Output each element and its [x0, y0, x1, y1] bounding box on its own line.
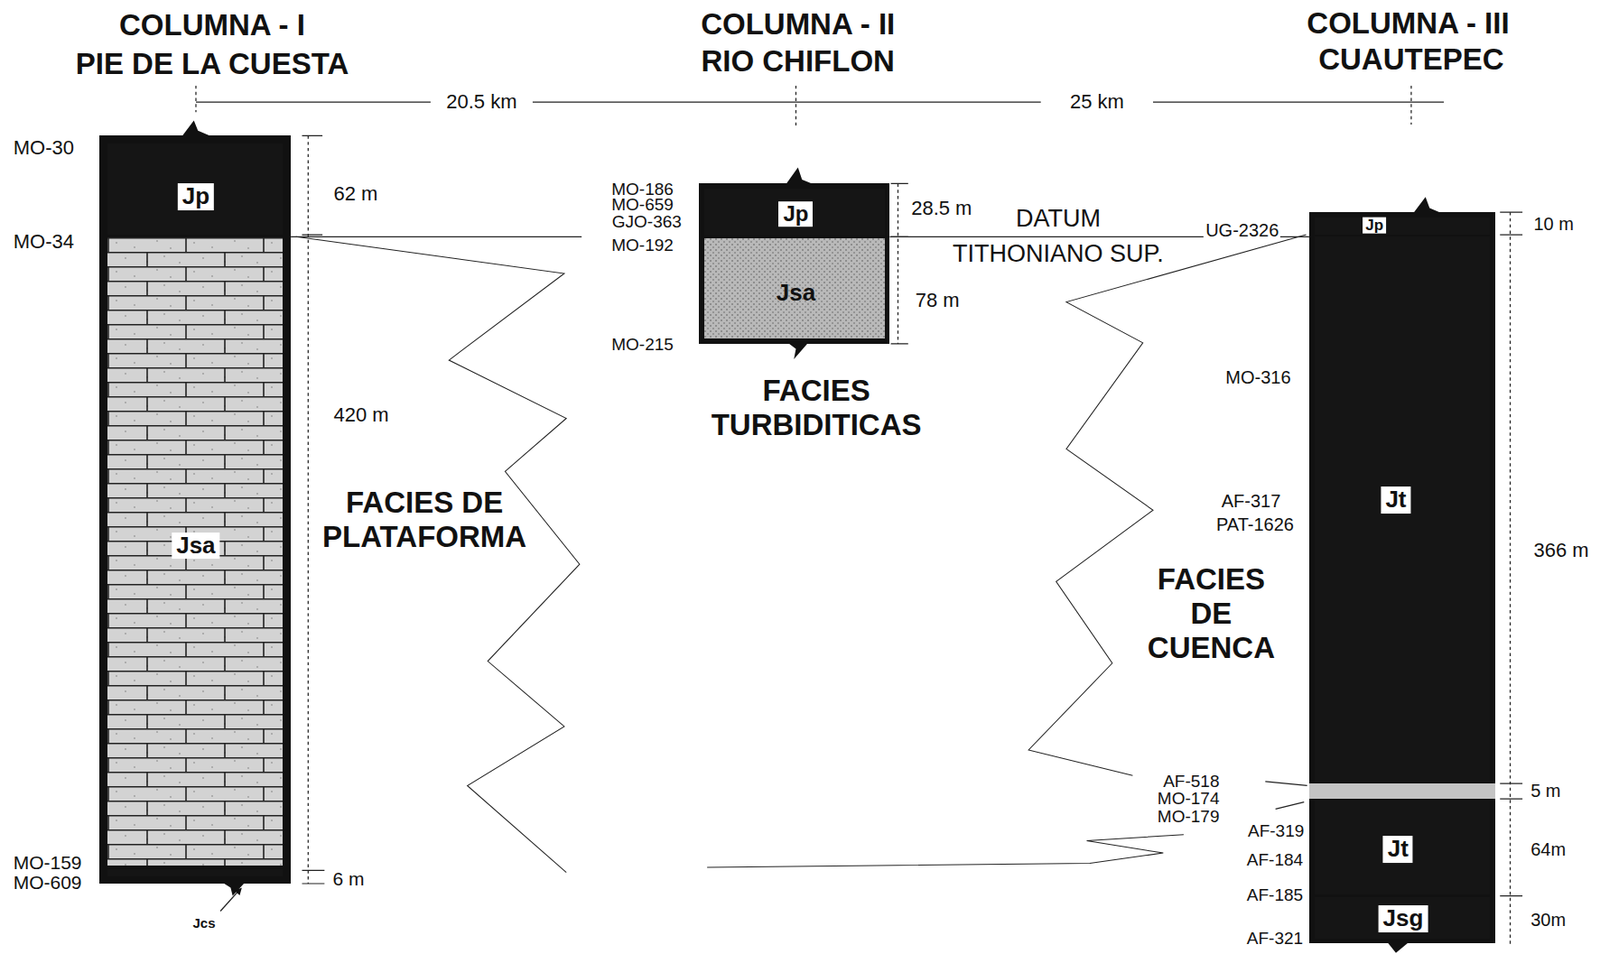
column-heading: PIE DE LA CUESTA	[75, 46, 350, 82]
facies-label: FACIES DE PLATAFORMA	[322, 485, 527, 555]
distance-label: 20.5 km	[446, 90, 517, 113]
stratigraphic-column: COLUMNA - IPIE DE LA CUESTAJpJsaJcs	[99, 135, 292, 884]
sample-label: UG-2326	[1203, 220, 1281, 242]
sample-label: MO-30	[13, 136, 75, 159]
facies-boundary	[296, 236, 580, 873]
column-heading: RIO CHIFLON	[700, 44, 894, 79]
unit-label: Jt	[1380, 486, 1411, 514]
break-symbol	[222, 883, 245, 897]
thickness-label: 30m	[1530, 910, 1566, 931]
sample-label: AF-185	[1246, 885, 1303, 906]
leader-line	[1265, 781, 1307, 810]
facies-boundary	[706, 835, 1184, 868]
unit-label: Jsg	[1377, 905, 1428, 933]
thickness-label: 64m	[1530, 839, 1566, 861]
sample-label: AF-319	[1247, 821, 1304, 842]
unit-label: Jt	[1383, 836, 1414, 864]
lithologic-unit: Jp	[704, 188, 885, 236]
stratigraphic-column: COLUMNA - IIICUAUTEPECJpJtJtJsg	[1309, 212, 1496, 944]
lithologic-unit: Jcs	[107, 869, 283, 877]
lithologic-unit: Jt	[1314, 236, 1490, 783]
sample-label: PAT-1626	[1216, 513, 1294, 535]
unit-label: Jp	[1362, 216, 1387, 234]
lithologic-unit: Jp	[107, 143, 283, 235]
unit-label: Jp	[177, 183, 214, 211]
unit-label: Jp	[778, 202, 813, 228]
distance-line	[195, 101, 1444, 103]
break-symbol	[787, 343, 809, 360]
thickness-label: 10 m	[1534, 213, 1574, 234]
column-heading: COLUMNA - III	[1306, 6, 1509, 41]
break-symbol	[1387, 943, 1409, 954]
distance-label: 25 km	[1069, 90, 1125, 113]
sample-label: AF-518	[1162, 772, 1219, 792]
sample-label: MO-192	[611, 235, 674, 256]
section-axis	[195, 85, 1412, 129]
unit-label: Jsa	[171, 532, 220, 560]
unit-label: Jsa	[776, 279, 816, 307]
lithologic-unit: Jsg	[1314, 897, 1490, 939]
sample-label: MO-316	[1225, 367, 1291, 389]
lithologic-unit: Jsa	[704, 238, 885, 339]
sample-label: AF-184	[1246, 850, 1303, 871]
facies-label: FACIES DE CUENCA	[1147, 562, 1275, 666]
lithologic-unit: Jp	[1314, 217, 1490, 235]
facies-label: FACIES TURBIDITICAS	[711, 373, 922, 443]
column-heading: COLUMNA - I	[119, 8, 306, 43]
break-symbol	[785, 167, 815, 185]
sample-label: AF-317	[1221, 490, 1282, 512]
sample-label: MO-609	[13, 871, 83, 894]
sample-label: AF-321	[1246, 929, 1303, 949]
stratigraphic-column: COLUMNA - IIRIO CHIFLONJpJsa	[698, 183, 890, 344]
thickness-label: 78 m	[915, 289, 960, 313]
thickness-label: 366 m	[1534, 539, 1590, 563]
leader-line	[220, 892, 238, 912]
sample-label: MO-159	[13, 852, 83, 875]
sample-label: MO-34	[13, 230, 75, 253]
sample-label: MO-179	[1157, 807, 1220, 828]
thickness-label: 5 m	[1530, 780, 1561, 801]
lithologic-unit: Jsa	[107, 237, 283, 866]
break-symbol	[1413, 196, 1442, 214]
sample-label: MO-659	[611, 195, 674, 215]
thickness-label: 420 m	[334, 403, 390, 427]
datum-label: DATUM TITHONIANO SUP.	[945, 201, 1172, 272]
thickness-label: 62 m	[334, 182, 379, 205]
thickness-tick	[302, 135, 1524, 896]
sample-label: MO-215	[611, 334, 674, 355]
lithologic-unit: Jt	[1314, 800, 1490, 895]
break-symbol	[181, 120, 213, 137]
unit-label: Jcs	[192, 915, 215, 931]
facies-boundary	[1028, 234, 1306, 776]
thickness-scale	[307, 135, 1510, 944]
column-heading: CUAUTEPEC	[1318, 42, 1504, 77]
thickness-label: 6 m	[332, 868, 364, 891]
thickness-label: 28.5 m	[911, 196, 972, 220]
column-heading: COLUMNA - II	[700, 7, 895, 42]
sample-label: GJO-363	[612, 212, 682, 233]
sample-label: MO-174	[1157, 789, 1220, 810]
